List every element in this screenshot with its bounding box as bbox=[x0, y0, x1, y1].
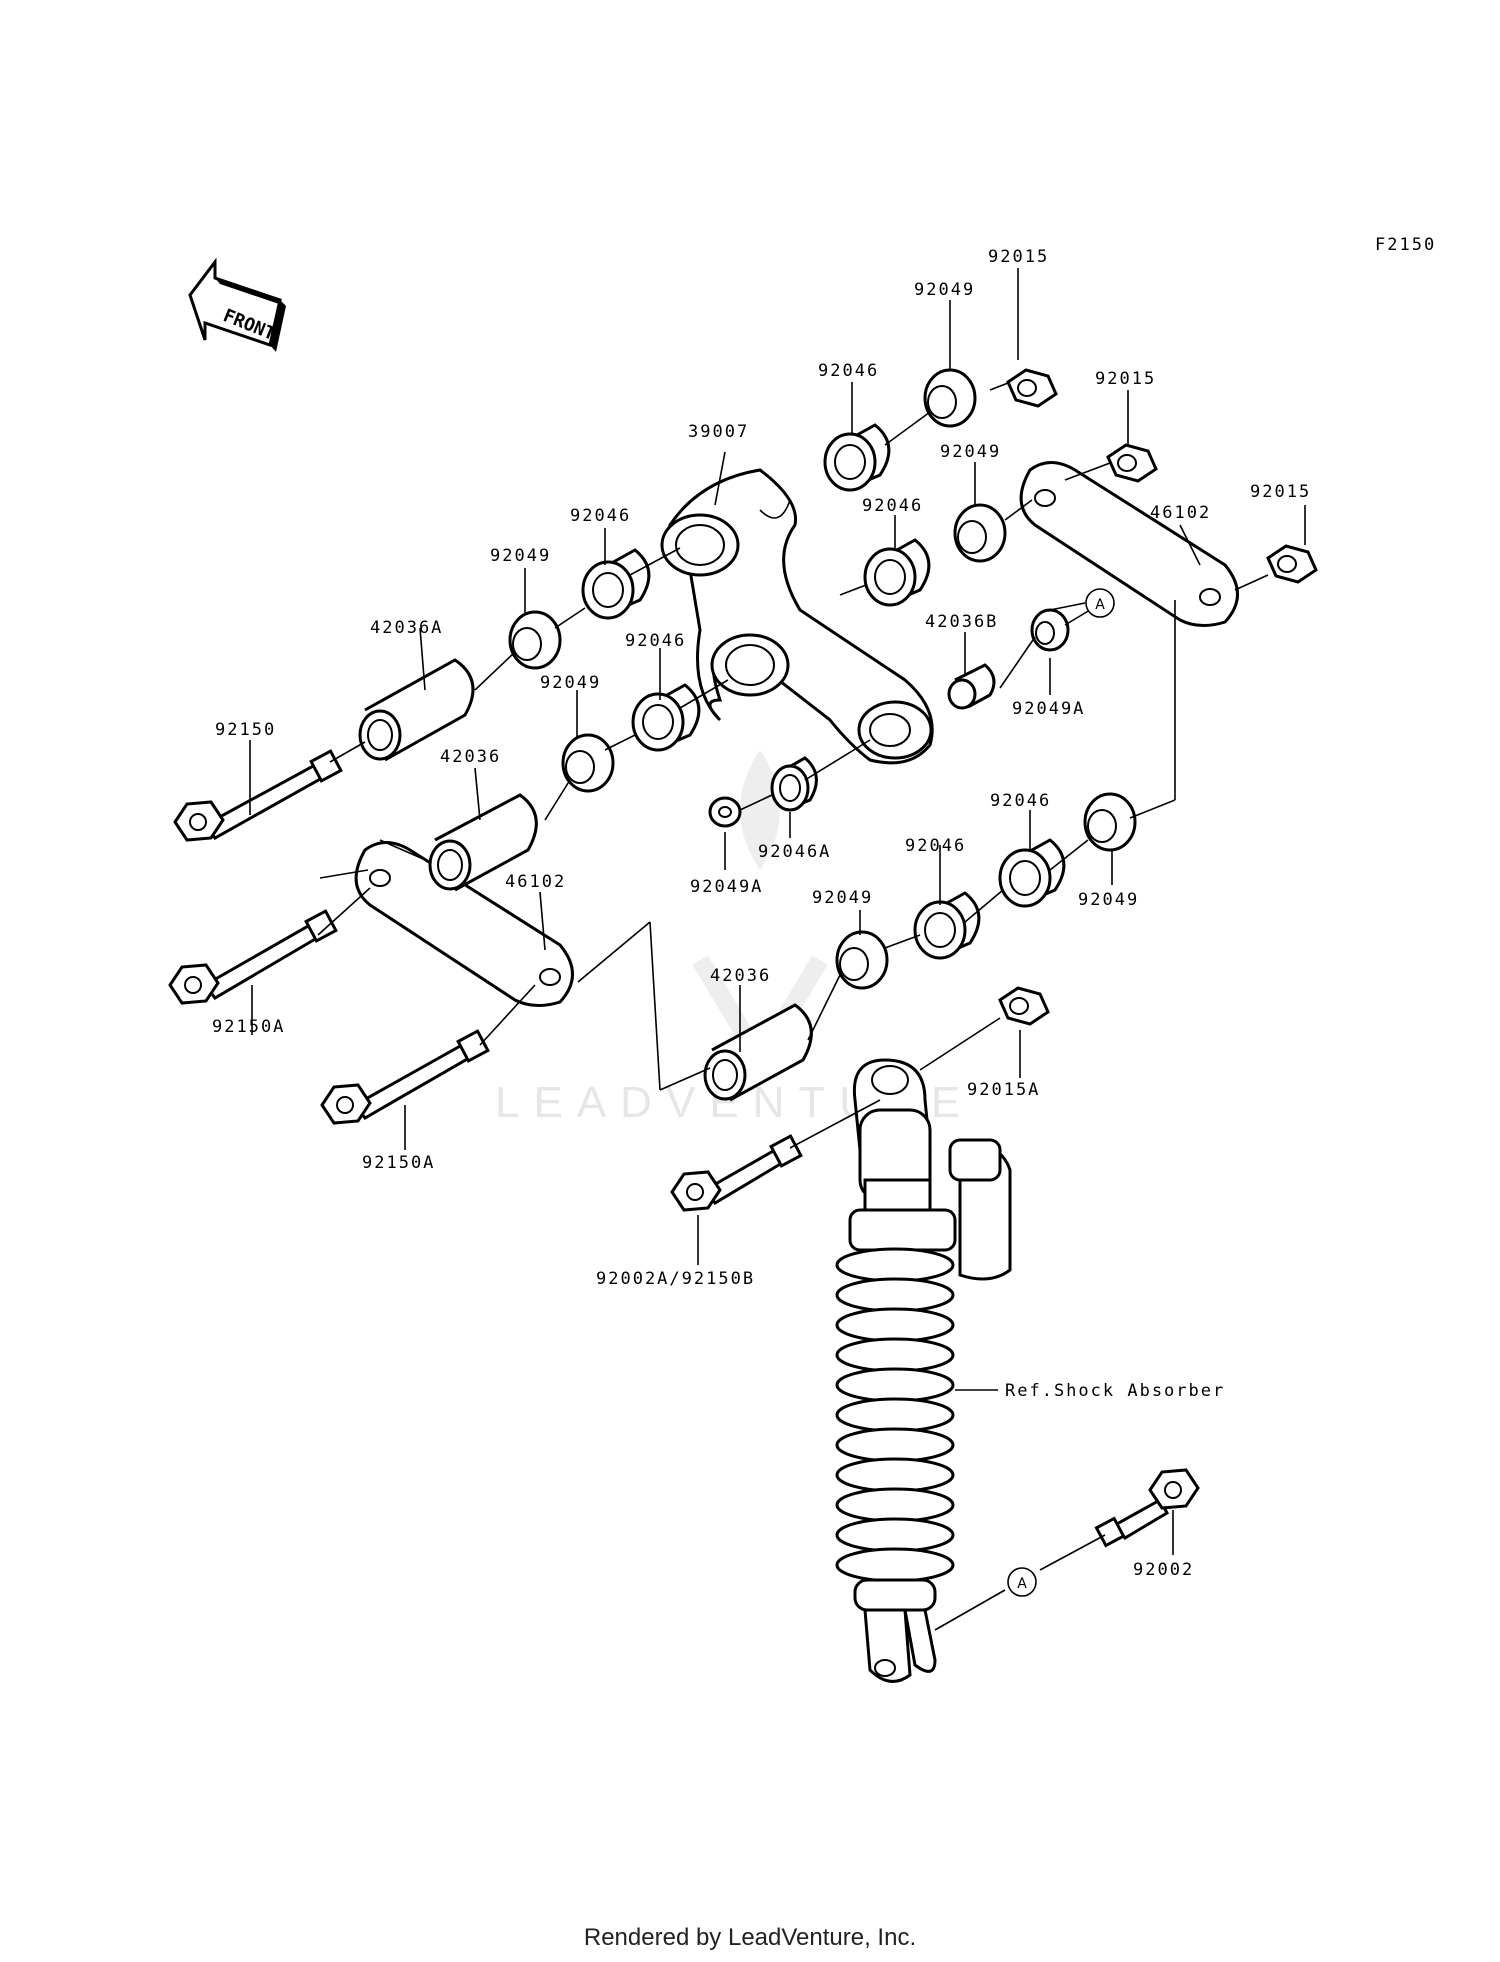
bearing-92046-left bbox=[581, 548, 651, 620]
spring-coil bbox=[835, 1367, 955, 1403]
part-labels: 92015 92049 92046 92015 39007 92049 9201… bbox=[212, 247, 1311, 1580]
label-92049-mid: 92049 bbox=[940, 442, 1001, 462]
label-42036B: 42036B bbox=[925, 612, 998, 632]
sleeve-42036B bbox=[947, 663, 996, 710]
link-plate-46102-right bbox=[1019, 461, 1239, 627]
label-92002: 92002 bbox=[1133, 1560, 1194, 1580]
spring-coil bbox=[835, 1547, 955, 1583]
bolt-92150 bbox=[173, 749, 343, 842]
seal-92049-top bbox=[923, 368, 977, 428]
leader-lines bbox=[249, 268, 1306, 1631]
sleeve-42036A bbox=[358, 658, 475, 762]
label-92049A-left: 92049A bbox=[690, 877, 763, 897]
seal-92049-low bbox=[835, 930, 889, 990]
label-42036A: 42036A bbox=[370, 618, 443, 638]
label-92049-r2: 92049 bbox=[1078, 890, 1139, 910]
label-92049-low: 92049 bbox=[812, 888, 873, 908]
spring-coil bbox=[835, 1427, 955, 1463]
label-92049A-right: 92049A bbox=[1012, 699, 1085, 719]
label-92046-top: 92046 bbox=[818, 361, 879, 381]
label-92015-right: 92015 bbox=[1250, 482, 1311, 502]
label-42036-low: 42036 bbox=[710, 966, 771, 986]
label-92049-left: 92049 bbox=[490, 546, 551, 566]
label-92015A: 92015A bbox=[967, 1080, 1040, 1100]
sleeve-42036-upper bbox=[428, 793, 538, 892]
seal-92049A-right bbox=[1030, 608, 1070, 652]
footer-credit: Rendered by LeadVenture, Inc. bbox=[584, 1924, 916, 1951]
bolt-92002 bbox=[1094, 1468, 1200, 1548]
diagram-code: F2150 bbox=[1375, 235, 1436, 255]
seal-92049A-left bbox=[708, 796, 742, 828]
label-92046-mid: 92046 bbox=[862, 496, 923, 516]
seal-92049-r2 bbox=[1083, 792, 1137, 852]
bolt-92150A-upper bbox=[168, 909, 338, 1005]
callout-a-upper: A bbox=[1085, 588, 1115, 618]
bearing-92046A bbox=[770, 756, 818, 812]
bearing-92046-center bbox=[631, 683, 701, 752]
shock-spring bbox=[835, 1247, 955, 1583]
bolt-92150A-lower bbox=[320, 1029, 490, 1125]
label-42036-upper: 42036 bbox=[440, 747, 501, 767]
seal-92049-mid bbox=[953, 503, 1007, 563]
bearing-92046-r2 bbox=[998, 838, 1066, 908]
label-46102-left: 46102 bbox=[505, 872, 566, 892]
seal-92049-left bbox=[508, 610, 562, 670]
nut-92015-top bbox=[1006, 368, 1058, 408]
spring-coil bbox=[835, 1277, 955, 1313]
nut-92015A bbox=[998, 986, 1050, 1026]
bolt-92002A-92150B bbox=[670, 1134, 803, 1212]
seal-92049-center bbox=[561, 733, 615, 793]
label-92046-left: 92046 bbox=[570, 506, 631, 526]
spring-coil bbox=[835, 1337, 955, 1373]
spring-coil bbox=[835, 1517, 955, 1553]
callout-a-upper-text: A bbox=[1095, 597, 1105, 613]
shock-absorber bbox=[835, 1058, 1012, 1683]
link-plate-46102-left bbox=[354, 841, 574, 1007]
front-arrow-icon: FRONT bbox=[188, 257, 286, 352]
label-46102-right: 46102 bbox=[1150, 503, 1211, 523]
spring-coil bbox=[835, 1457, 955, 1493]
bearing-92046-mid bbox=[863, 538, 931, 607]
callout-a-lower: A bbox=[1007, 1567, 1037, 1597]
spring-coil bbox=[835, 1307, 955, 1343]
label-ref-shock-absorber: Ref.Shock Absorber bbox=[1005, 1381, 1225, 1401]
rocker-arm-39007 bbox=[660, 468, 934, 765]
label-92150A-1: 92150A bbox=[212, 1017, 285, 1037]
label-92015-mid: 92015 bbox=[1095, 369, 1156, 389]
bearing-92046-r3 bbox=[913, 891, 981, 960]
spring-coil bbox=[835, 1247, 955, 1283]
label-92049-center: 92049 bbox=[540, 673, 601, 693]
label-92046-r3: 92046 bbox=[905, 836, 966, 856]
bearing-92046-top bbox=[823, 423, 891, 492]
sleeve-42036-low bbox=[703, 1003, 813, 1102]
label-92150: 92150 bbox=[215, 720, 276, 740]
label-92015-top: 92015 bbox=[988, 247, 1049, 267]
nut-92015-right bbox=[1266, 544, 1318, 584]
label-92049-top: 92049 bbox=[914, 280, 975, 300]
label-92046-r2: 92046 bbox=[990, 791, 1051, 811]
spring-coil bbox=[835, 1397, 955, 1433]
nut-92015-mid bbox=[1106, 443, 1158, 483]
spring-coil bbox=[835, 1487, 955, 1523]
label-92002A-92150B: 92002A/92150B bbox=[596, 1269, 755, 1289]
callout-a-lower-text: A bbox=[1017, 1576, 1027, 1592]
label-92150A-2: 92150A bbox=[362, 1153, 435, 1173]
label-39007: 39007 bbox=[688, 422, 749, 442]
label-92046-center: 92046 bbox=[625, 631, 686, 651]
label-92046A: 92046A bbox=[758, 842, 831, 862]
